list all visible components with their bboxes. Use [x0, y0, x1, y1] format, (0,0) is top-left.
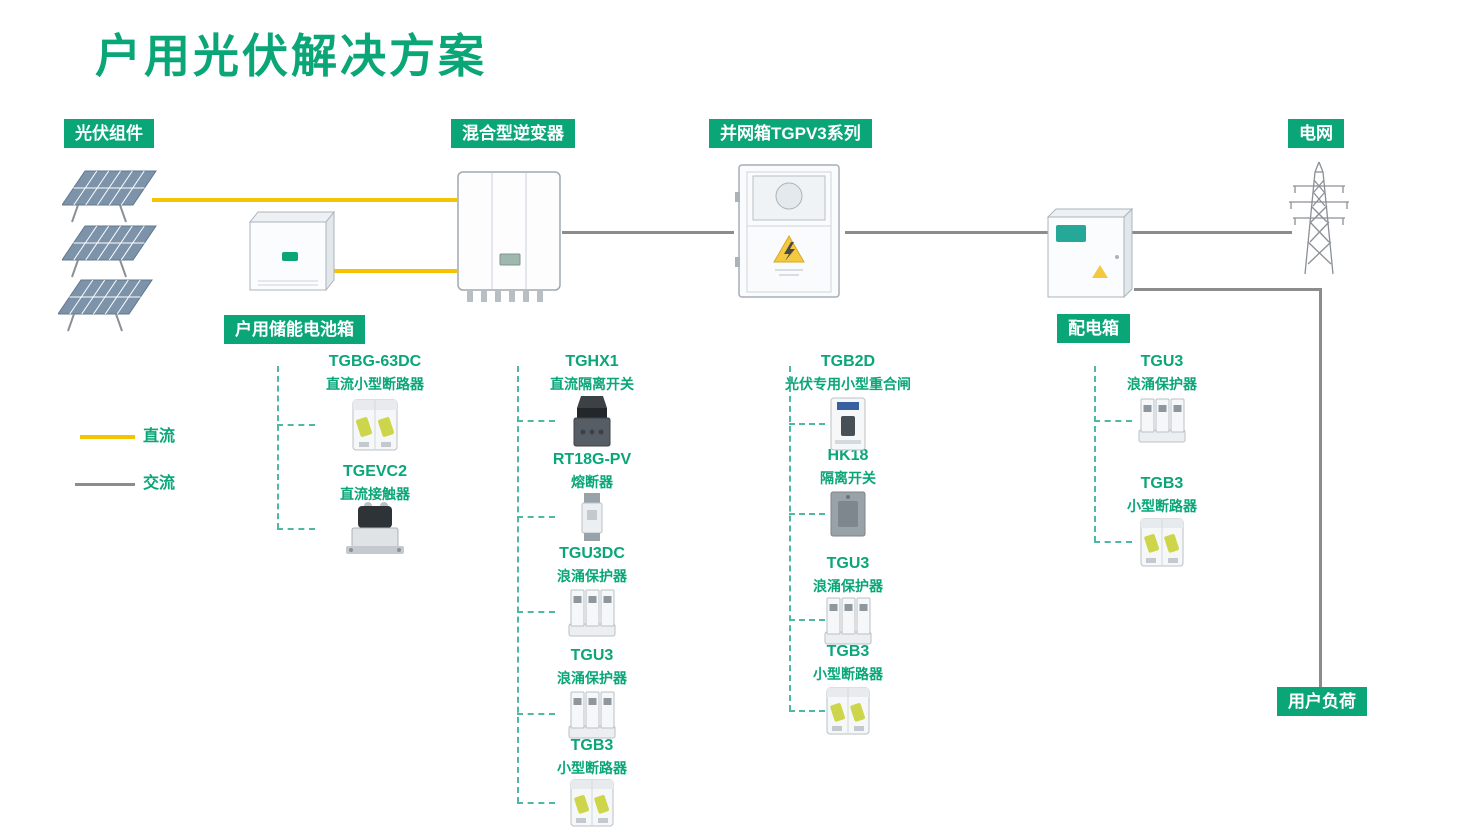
component-label: TGU3 浪涌保护器: [482, 646, 702, 687]
component-desc: 光伏专用小型重合闸: [785, 375, 911, 392]
component-name: TGU3: [570, 647, 614, 664]
distribution-box-illustration: [1038, 205, 1138, 305]
dashed-line: [277, 528, 315, 530]
battery-box-illustration: [238, 208, 338, 303]
node-label-dist-box: 配电箱: [1057, 314, 1130, 343]
product-image-tgu3-distbox: [1136, 394, 1188, 446]
dashed-line: [789, 710, 825, 712]
node-label-grid-box: 并网箱TGPV3系列: [709, 119, 872, 148]
dashed-line: [1094, 420, 1132, 422]
component-name: TGEVC2: [342, 463, 407, 480]
component-desc: 直流接触器: [340, 485, 410, 502]
dashed-line: [789, 366, 791, 711]
dashed-line: [517, 516, 555, 518]
component-label: TGHX1 直流隔离开关: [482, 352, 702, 393]
dashed-line: [789, 619, 825, 621]
dashed-line: [789, 513, 825, 515]
component-label: TGU3DC 浪涌保护器: [482, 544, 702, 585]
product-image-tghx1: [569, 392, 615, 450]
product-image-tgu3-gridbox: [822, 592, 874, 648]
dashed-line: [1094, 366, 1096, 542]
legend-ac-label: 交流: [143, 475, 176, 492]
node-label-battery-box: 户用储能电池箱: [224, 315, 365, 344]
dashed-line: [517, 713, 555, 715]
product-image-hk18: [827, 488, 869, 540]
pv-panel-illustration: [57, 277, 154, 335]
component-label: TGU3 浪涌保护器: [738, 554, 958, 595]
node-label-inverter: 混合型逆变器: [451, 119, 575, 148]
component-label: TGU3 浪涌保护器: [1052, 352, 1272, 393]
component-label: HK18 隔离开关: [738, 446, 958, 487]
product-image-rt18g-pv: [579, 490, 605, 544]
pv-panel-illustration: [61, 168, 158, 226]
component-desc: 直流小型断路器: [326, 375, 424, 392]
component-name: TGU3: [1140, 353, 1184, 370]
dashed-line: [277, 366, 279, 529]
product-image-tgu3-inverter: [566, 686, 618, 742]
component-desc: 小型断路器: [813, 665, 883, 682]
node-label-grid: 电网: [1288, 119, 1344, 148]
component-label: RT18G-PV 熔断器: [482, 450, 702, 491]
product-image-tgb3-inverter: [568, 776, 616, 830]
product-image-tgevc2: [344, 498, 406, 560]
component-desc: 小型断路器: [1127, 497, 1197, 514]
component-label: TGB2D 光伏专用小型重合闸: [738, 352, 958, 393]
node-label-user-load: 用户负荷: [1277, 687, 1367, 716]
component-name: TGB3: [1140, 475, 1184, 492]
component-desc: 小型断路器: [557, 759, 627, 776]
component-desc: 熔断器: [571, 473, 613, 490]
ac-line-distbox-to-load-vertical: [1319, 288, 1322, 688]
component-label: TGBG-63DC 直流小型断路器: [265, 352, 485, 393]
component-name: TGB2D: [820, 353, 876, 370]
dc-line-battery-to-inverter: [333, 269, 457, 273]
dashed-line: [517, 802, 555, 804]
component-desc: 浪涌保护器: [1127, 375, 1197, 392]
product-image-tgb3-gridbox: [824, 684, 872, 738]
dashed-line: [277, 424, 315, 426]
component-name: TGB3: [826, 643, 870, 660]
component-name: RT18G-PV: [552, 451, 632, 468]
component-name: TGU3DC: [559, 545, 625, 562]
legend-dc-label: 直流: [143, 428, 176, 445]
ac-line-distbox-to-load-horizontal: [1134, 288, 1322, 291]
component-desc: 隔离开关: [820, 469, 876, 486]
grid-connection-box-illustration: [733, 162, 845, 302]
component-label: TGB3 小型断路器: [1052, 474, 1272, 515]
component-label: TGB3 小型断路器: [738, 642, 958, 683]
node-label-pv-modules: 光伏组件: [64, 119, 154, 148]
dashed-line: [1094, 541, 1132, 543]
component-label: TGEVC2 直流接触器: [265, 462, 485, 503]
component-desc: 直流隔离开关: [550, 375, 634, 392]
product-image-tgu3dc: [566, 584, 618, 640]
product-image-tgbg-63dc: [349, 394, 401, 456]
component-desc: 浪涌保护器: [557, 567, 627, 584]
inverter-illustration: [455, 168, 563, 308]
ac-line-inverter-to-gridbox: [562, 231, 734, 234]
component-name: TGB3: [570, 737, 614, 754]
component-desc: 浪涌保护器: [813, 577, 883, 594]
page-title: 户用光伏解决方案: [95, 30, 487, 82]
product-image-tgb2d: [825, 394, 871, 454]
legend-ac-swatch: [75, 483, 135, 486]
legend-dc-swatch: [80, 435, 135, 439]
dashed-line: [517, 611, 555, 613]
dc-line-pv-to-inverter: [152, 198, 457, 202]
component-name: HK18: [827, 447, 869, 464]
component-name: TGU3: [826, 555, 870, 572]
pv-panel-illustration: [61, 223, 158, 281]
component-name: TGHX1: [565, 353, 619, 370]
component-label: TGB3 小型断路器: [482, 736, 702, 777]
dashed-line: [517, 366, 519, 803]
dashed-line: [789, 423, 825, 425]
product-image-tgb3-distbox: [1138, 514, 1186, 570]
component-desc: 浪涌保护器: [557, 669, 627, 686]
component-name: TGBG-63DC: [328, 353, 422, 370]
transmission-tower-illustration: [1283, 158, 1355, 276]
dashed-line: [517, 420, 555, 422]
